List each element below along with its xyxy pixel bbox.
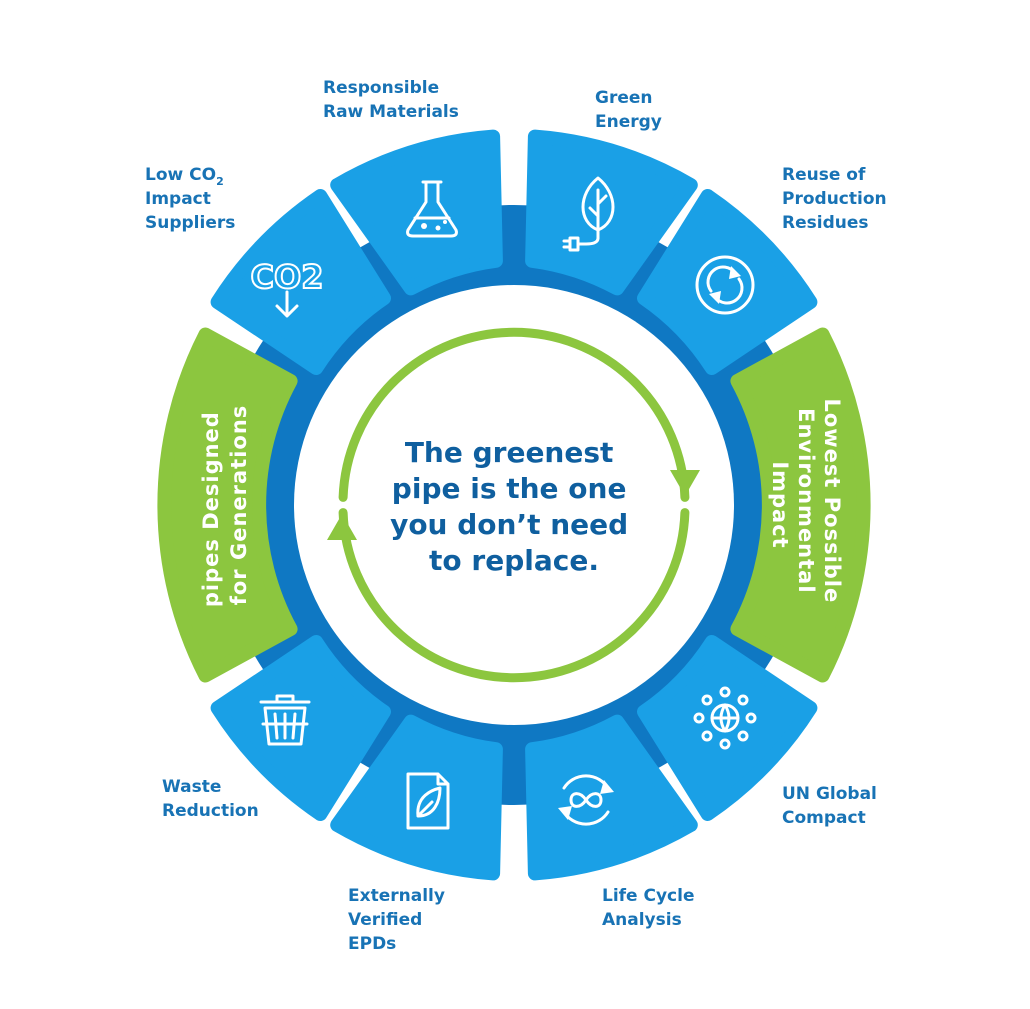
svg-text:Lowest Possible Environm: Lowest Possible Environmental Impact — [768, 398, 844, 611]
cycle-arrow-lower — [338, 508, 690, 683]
cycle-arrowhead-right — [670, 470, 700, 496]
segment-designed-generations — [157, 327, 298, 683]
label-raw-materials-line-1: Responsible — [323, 78, 439, 98]
leaf-document-icon — [406, 772, 450, 830]
waste-basket-icon — [259, 694, 311, 746]
co2-down-icon: CO2 — [250, 257, 324, 318]
recycle-arrows-icon — [695, 255, 755, 315]
green-text-right: Lowest Possible Environmental Impact — [768, 398, 844, 611]
infinity-cycle-icon — [558, 774, 614, 826]
svg-text:pipes Designed for Gener: pipes Designed for Generations — [199, 403, 251, 607]
green-text-left: pipes Designed for Generations — [199, 403, 251, 607]
label-reuse-residues: Reuse of Production Residues — [782, 165, 893, 233]
cycle-arrows — [327, 327, 700, 683]
segment-low-co2 — [210, 189, 391, 375]
green-right-line-3: Impact — [768, 461, 792, 548]
center-line-2: pipe is the one — [392, 472, 627, 505]
label-un-global-compact-line-1: UN Global — [782, 784, 877, 804]
label-reuse-residues-line-3: Residues — [782, 213, 869, 233]
label-waste-line-1: Waste — [162, 777, 221, 797]
label-life-cycle-line-2: Analysis — [602, 910, 682, 930]
segment-epds — [330, 714, 503, 881]
green-right-line-2: Environmental — [794, 408, 818, 593]
flask-icon — [406, 180, 458, 238]
green-left-line-2: for Generations — [227, 405, 251, 606]
segment-lowest-impact — [730, 327, 871, 683]
label-low-co2-line-1: Low CO — [145, 165, 216, 185]
label-un-global-compact-line-2: Compact — [782, 808, 866, 828]
label-green-energy-line-1: Green — [595, 88, 653, 108]
green-right-line-1: Lowest Possible — [820, 398, 844, 603]
segment-raw-materials — [330, 129, 503, 296]
center-statement: The greenest pipe is the one you don’t n… — [390, 436, 638, 577]
cycle-arrow-upper — [338, 327, 690, 502]
label-life-cycle: Life Cycle Analysis — [602, 886, 700, 930]
label-epds-line-2: Verified — [348, 910, 422, 930]
label-reuse-residues-line-1: Reuse of — [782, 165, 866, 185]
label-green-energy-line-2: Energy — [595, 112, 662, 132]
segment-reuse-residues — [637, 189, 818, 375]
label-green-energy: Green Energy — [595, 88, 662, 132]
globe-wreath-icon — [693, 686, 757, 750]
label-low-co2: Low CO2 Impact Suppliers — [145, 165, 235, 233]
co2-icon-text: CO2 — [251, 258, 324, 296]
center-line-4: to replace. — [429, 544, 599, 577]
center-line-1: The greenest — [405, 436, 614, 469]
segment-life-cycle — [525, 714, 698, 881]
cycle-arrowhead-left — [327, 514, 357, 540]
label-raw-materials: Responsible Raw Materials — [323, 78, 459, 122]
label-life-cycle-line-1: Life Cycle — [602, 886, 695, 906]
label-epds-line-1: Externally — [348, 886, 445, 906]
label-low-co2-line-2: Impact — [145, 189, 211, 209]
leaf-plug-icon — [562, 176, 615, 252]
label-waste: Waste Reduction — [162, 777, 259, 821]
label-epds-line-3: EPDs — [348, 934, 396, 954]
center-line-3: you don’t need — [390, 508, 628, 541]
center-disc — [294, 285, 734, 725]
label-low-co2-line-3: Suppliers — [145, 213, 235, 233]
segment-waste — [210, 635, 391, 821]
label-reuse-residues-line-2: Production — [782, 189, 887, 209]
label-waste-line-2: Reduction — [162, 801, 259, 821]
label-epds: Externally Verified EPDs — [348, 886, 451, 954]
green-left-line-1: pipes Designed — [199, 411, 223, 607]
label-raw-materials-line-2: Raw Materials — [323, 102, 459, 122]
label-low-co2-subscript: 2 — [216, 175, 224, 188]
label-un-global-compact: UN Global Compact — [782, 784, 883, 828]
